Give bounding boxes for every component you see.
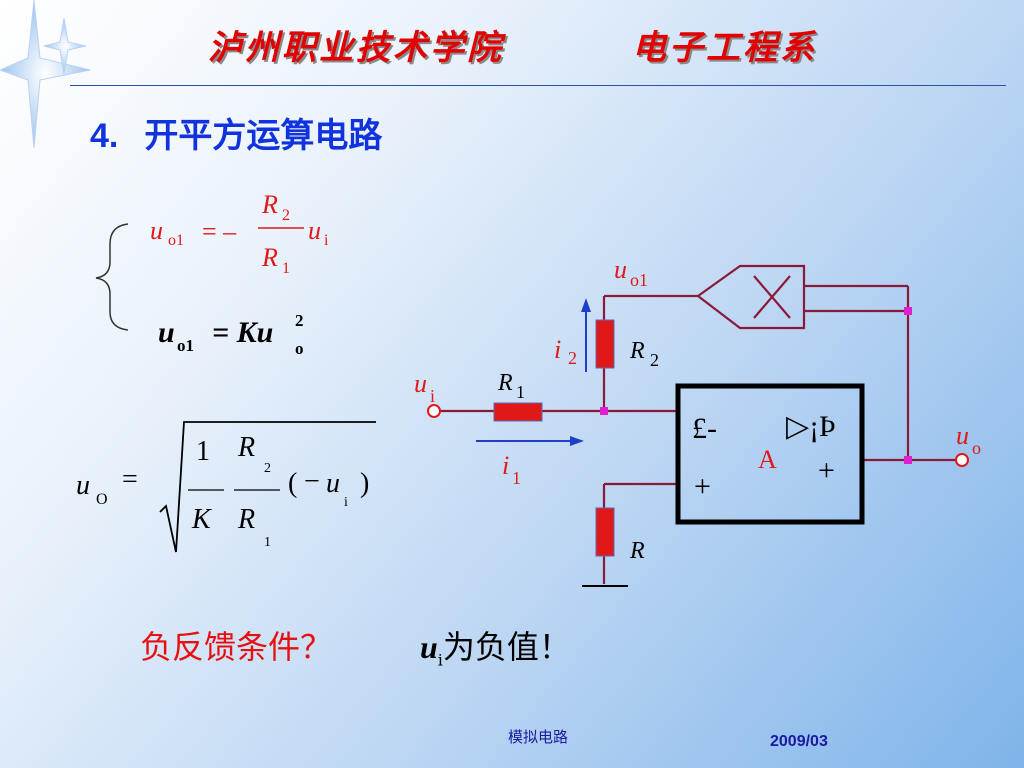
eq2-rest: = Ku xyxy=(212,316,273,349)
opamp-plus-in: + xyxy=(694,470,711,503)
ui-label: u xyxy=(414,369,427,398)
question-text: 负反馈条件？ xyxy=(140,628,333,666)
resistor-r2 xyxy=(595,319,615,369)
answer-phrase: 为负值！ xyxy=(442,628,571,666)
eq3-sqrt xyxy=(159,421,376,553)
eq3-u-i-sub: i xyxy=(344,495,348,510)
i1-sub: 1 xyxy=(512,468,521,488)
eq3-R1: R xyxy=(237,504,255,535)
eq1-num-sub: 2 xyxy=(282,207,290,224)
eq2-sub: o1 xyxy=(177,336,194,355)
department-title: 电子工程系 xyxy=(632,28,817,68)
input-terminal xyxy=(427,404,441,418)
i1-arrowhead xyxy=(570,436,584,446)
r-label: R xyxy=(629,538,645,564)
node-rail-top xyxy=(904,307,912,315)
ui-sub: i xyxy=(430,386,435,406)
uo1-label: u xyxy=(614,255,627,284)
uo-label: u xyxy=(956,421,969,450)
eq2-osub: o xyxy=(295,339,304,358)
node-r2-junction xyxy=(600,407,608,415)
r2-label: R xyxy=(629,338,645,364)
sparkle-star-icon xyxy=(0,0,91,149)
i2-label: i xyxy=(554,335,561,364)
eq1-sub: o1 xyxy=(168,232,184,249)
eq3-one: 1 xyxy=(196,436,210,467)
school-title: 泸州职业技术学院 xyxy=(208,28,504,68)
answer-sub: i xyxy=(437,650,443,670)
eq1-ui: u xyxy=(308,216,321,245)
i1-label: i xyxy=(502,451,509,480)
eq3-K: K xyxy=(191,504,212,535)
answer-text: ui为负值！ xyxy=(420,622,571,669)
footer-course: 模拟电路 xyxy=(508,728,569,746)
eq3-paren-open: ( xyxy=(288,468,297,499)
opamp-A: A xyxy=(758,445,777,474)
resistor-r1 xyxy=(493,402,543,422)
eq3-R2-sub: 2 xyxy=(264,461,271,476)
section-heading: 4. 开平方运算电路 xyxy=(90,108,382,157)
r1-sub: 1 xyxy=(516,382,525,402)
section-title: 开平方运算电路 xyxy=(144,116,383,156)
eq1-u: u xyxy=(150,216,163,245)
eq3-minus: − xyxy=(304,466,320,497)
section-number: 4. xyxy=(90,117,119,155)
eq3-R2: R xyxy=(237,432,255,463)
uo-sub: o xyxy=(972,438,981,458)
eq3-u-i: u xyxy=(326,468,340,499)
eq3-eq: = xyxy=(122,464,138,495)
i2-arrowhead xyxy=(581,298,591,312)
output-terminal xyxy=(955,453,969,467)
eq3-paren-close: ) xyxy=(360,468,369,499)
eq1-ui-sub: i xyxy=(324,232,329,249)
eq1-eq: = – xyxy=(202,217,237,246)
opamp-minus: £- xyxy=(692,412,717,445)
eq3-sub: O xyxy=(96,491,108,508)
node-output xyxy=(904,456,912,464)
eq1-den: R xyxy=(261,243,278,272)
header-divider xyxy=(70,85,1006,86)
multiplier-x-icon xyxy=(696,264,806,330)
opamp-plus-out: + xyxy=(818,454,835,487)
opamp-box xyxy=(675,383,865,525)
footer-date: 2009/03 xyxy=(770,733,828,750)
eq2-sup: 2 xyxy=(295,311,304,330)
resistor-r xyxy=(595,507,615,557)
opamp-symbol: ▷¡Þ xyxy=(786,410,836,443)
eq3-u: u xyxy=(76,470,90,501)
eq3-R1-sub: 1 xyxy=(264,535,271,550)
answer-u: u xyxy=(420,629,438,665)
r2-sub: 2 xyxy=(650,350,659,370)
eq1-den-sub: 1 xyxy=(282,260,290,277)
eq2-u: u xyxy=(158,316,175,349)
equation-brace xyxy=(95,223,129,331)
uo1-sub: o1 xyxy=(630,270,648,290)
i2-sub: 2 xyxy=(568,348,577,368)
r1-label: R xyxy=(497,370,513,396)
eq1-num: R xyxy=(261,190,278,219)
